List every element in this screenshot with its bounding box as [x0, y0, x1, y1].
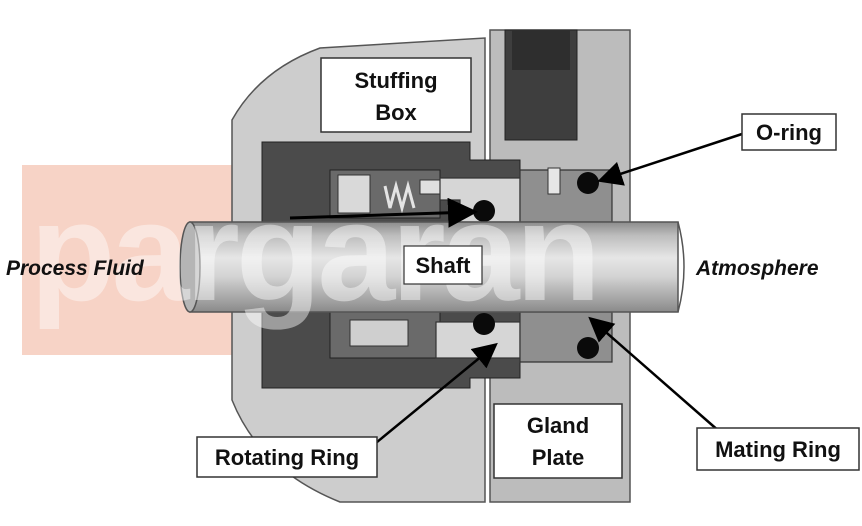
arrow-o-ring [597, 132, 743, 186]
watermark-text: pargaran [30, 173, 597, 330]
gland-bolt-head [512, 30, 570, 70]
o-ring-mating-top [577, 172, 599, 194]
label-rotating-ring: Rotating Ring [196, 436, 378, 478]
label-o-ring: O-ring [741, 113, 837, 151]
arrow-shaft-to-o-ring [289, 197, 478, 228]
o-ring-mating-bottom [577, 337, 599, 359]
spring-coil-top [383, 180, 416, 214]
spring-retainer-top [337, 174, 371, 214]
label-stuffing-box: Stuffing Box [320, 57, 472, 133]
label-mating-ring: Mating Ring [696, 427, 860, 471]
svg-text:O-ring: O-ring [756, 120, 822, 145]
shaft-end-left [179, 221, 201, 313]
shaft-end-right [677, 221, 685, 313]
o-ring-rotating-top [473, 200, 495, 222]
o-ring-rotating-bottom [473, 313, 495, 335]
svg-text:Plate: Plate [532, 445, 585, 470]
svg-text:Stuffing: Stuffing [354, 68, 437, 93]
label-shaft: Shaft [403, 245, 483, 285]
svg-text:Gland: Gland [527, 413, 589, 438]
label-gland-plate: Gland Plate [493, 403, 623, 479]
spring-retainer-bottom [349, 319, 409, 347]
mating-pin-top [547, 167, 561, 195]
label-process-fluid: Process Fluid [6, 257, 145, 280]
svg-text:Shaft: Shaft [416, 253, 472, 278]
arrow-mating-ring [588, 316, 721, 433]
svg-text:Rotating Ring: Rotating Ring [215, 445, 359, 470]
arrow-rotating-ring [359, 342, 498, 457]
label-atmosphere: Atmosphere [695, 257, 819, 280]
svg-text:Mating Ring: Mating Ring [715, 437, 841, 462]
svg-text:Box: Box [375, 100, 417, 125]
